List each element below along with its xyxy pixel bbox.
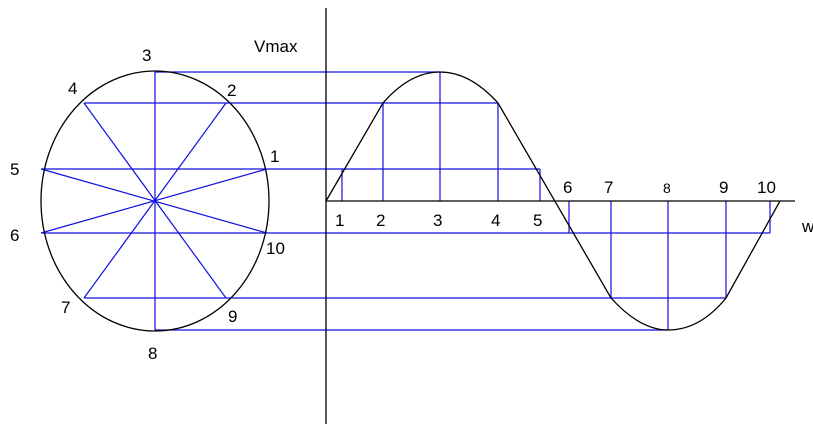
wave-label-5: 5 (533, 211, 542, 230)
circle-label-8: 8 (148, 344, 157, 363)
wave-label-3: 3 (433, 211, 442, 230)
wave-label-8: 8 (663, 180, 671, 196)
spoke-5-10 (40, 168, 268, 234)
circle-label-9: 9 (228, 307, 237, 326)
wave-labels: 1 2 3 4 5 6 7 8 9 10 (335, 178, 776, 230)
wave-label-9: 9 (719, 178, 728, 197)
circle-label-2: 2 (227, 81, 236, 100)
wave-label-4: 4 (491, 211, 500, 230)
wave-label-1: 1 (335, 211, 344, 230)
circle-label-6: 6 (10, 226, 19, 245)
sine-waveform (325, 71, 781, 331)
circle-label-10: 10 (266, 239, 285, 258)
circle-label-7: 7 (61, 298, 70, 317)
spoke-4-9 (83, 102, 227, 299)
circle-label-4: 4 (68, 79, 77, 98)
omega-axis-label: w (801, 217, 813, 236)
wave-label-10: 10 (757, 178, 776, 197)
outline-elements (40, 8, 795, 424)
wave-label-6: 6 (563, 178, 572, 197)
wave-label-2: 2 (376, 211, 385, 230)
circle-label-1: 1 (270, 147, 279, 166)
vmax-label: Vmax (254, 37, 298, 56)
circle-label-5: 5 (10, 160, 19, 179)
construction-lines (40, 71, 771, 331)
wave-label-7: 7 (604, 178, 613, 197)
circle-labels: 1 2 3 4 5 6 7 8 9 10 (10, 46, 285, 363)
phasor-circle (40, 70, 270, 332)
circle-label-3: 3 (142, 46, 151, 65)
